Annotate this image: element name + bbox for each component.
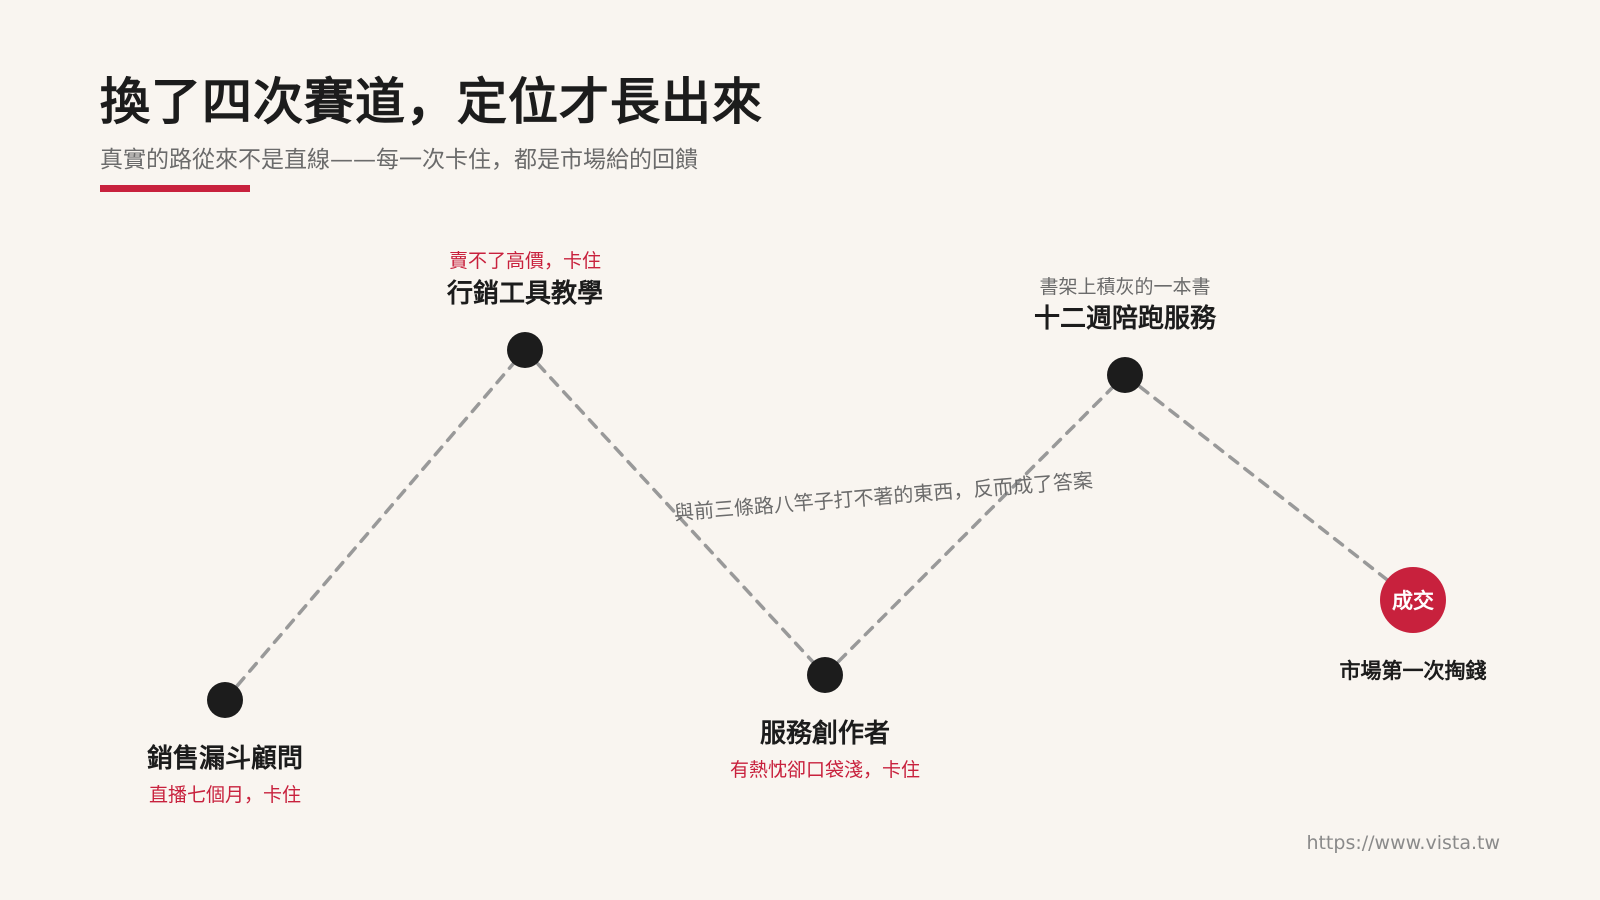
page-subtitle: 真實的路從來不是直線——每一次卡住，都是市場給的回饋 [100, 147, 698, 173]
deal-closed-node [1380, 567, 1446, 633]
title-accent-bar [100, 185, 250, 192]
path-segment-2 [523, 348, 827, 677]
milestone-3-note: 有熱忱卻口袋淺，卡住 [729, 759, 921, 781]
milestone-4-note: 書架上積灰的一本書 [1039, 276, 1211, 298]
milestone-node-2 [507, 332, 543, 368]
deal-closed-badge-label: 成交 [1392, 589, 1434, 613]
milestone-5-title: 市場第一次掏錢 [1339, 659, 1487, 683]
path-segment-3 [823, 373, 1127, 677]
milestone-node-3 [807, 657, 843, 693]
page-title: 換了四次賽道，定位才長出來 [100, 73, 763, 131]
footer-url: https://www.vista.tw [1306, 832, 1500, 854]
milestone-node-4 [1107, 357, 1143, 393]
path-segment-1 [223, 348, 527, 702]
milestone-1-note: 直播七個月，卡住 [148, 784, 302, 806]
milestone-1-title: 銷售漏斗顧問 [146, 744, 304, 774]
milestone-2-note: 賣不了高價，卡住 [448, 250, 602, 272]
milestone-3-title: 服務創作者 [759, 719, 891, 749]
path-segment-4 [1123, 373, 1415, 602]
milestone-2-title: 行銷工具教學 [446, 279, 604, 309]
milestone-4-title: 十二週陪跑服務 [1033, 304, 1217, 334]
milestone-node-1 [207, 682, 243, 718]
